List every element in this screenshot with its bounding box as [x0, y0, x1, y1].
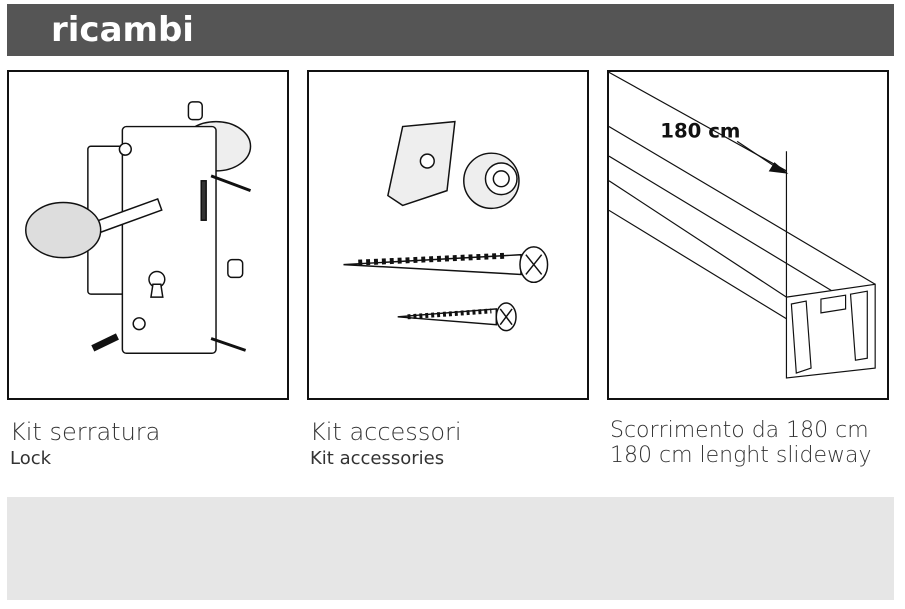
footer-band	[7, 497, 894, 600]
lock-kit-image	[7, 70, 289, 400]
item-title: Kit serratura	[10, 418, 161, 446]
section-header: ricambi	[7, 4, 894, 56]
section-title: ricambi	[51, 10, 194, 50]
accessories-kit-image	[307, 70, 589, 400]
item-title: Kit accessori	[310, 418, 462, 446]
item-subtitle: Kit accessories	[310, 448, 445, 469]
dimension-label: 180 cm	[660, 119, 740, 142]
item-title: Scorrimento da 180 cm	[610, 418, 869, 443]
item-subtitle: Lock	[10, 448, 52, 469]
slideway-caption: Scorrimento da 180 cm 180 cm lenght slid…	[610, 418, 872, 468]
item-subtitle: 180 cm lenght slideway	[610, 443, 872, 468]
lock-kit-caption: Kit serratura Lock	[10, 418, 160, 469]
accessories-kit-caption: Kit accessori Kit accessories	[310, 418, 462, 469]
slideway-image: 180 cm	[607, 70, 889, 400]
